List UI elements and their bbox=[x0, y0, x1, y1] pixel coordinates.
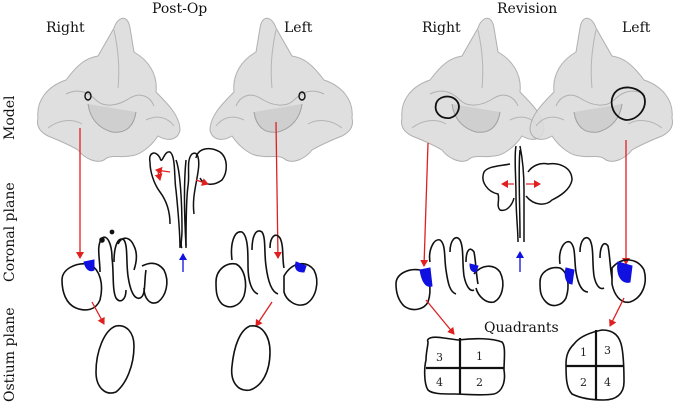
coronal-revision-left bbox=[539, 236, 646, 307]
quadrant-rl-3: 2 bbox=[580, 376, 587, 389]
coronal-inset-revision bbox=[482, 145, 573, 243]
arrow-revision-right-ostium bbox=[425, 299, 455, 335]
arrow-inset-postop-right bbox=[195, 178, 209, 186]
quadrant-rr-3: 4 bbox=[436, 376, 443, 389]
model-revision-left bbox=[529, 17, 674, 162]
quadrant-rr-4: 2 bbox=[476, 376, 483, 389]
arrow-postop-right-ostium bbox=[91, 301, 105, 325]
quadrant-rl-1: 1 bbox=[580, 346, 587, 359]
ostium-revision-right: 3 1 4 2 bbox=[423, 336, 506, 396]
arrow-revision-left-ostium bbox=[609, 297, 625, 327]
quadrant-rl-2: 3 bbox=[604, 344, 611, 357]
coronal-revision-right bbox=[395, 236, 504, 311]
label-postop-right: Right bbox=[46, 20, 85, 36]
highlight-postop-left bbox=[295, 261, 307, 273]
quadrant-rl-4: 4 bbox=[604, 376, 611, 389]
label-revision-right: Right bbox=[422, 20, 461, 36]
coronal-postop-right bbox=[61, 229, 168, 311]
highlight-revision-left-2 bbox=[617, 261, 633, 283]
model-revision-right bbox=[400, 17, 545, 162]
highlight-revision-right bbox=[419, 267, 433, 287]
ostium-postop-right bbox=[95, 324, 135, 394]
ostium-revision-left: 1 3 2 4 bbox=[565, 329, 625, 401]
arrow-inset-postop-left bbox=[155, 166, 171, 175]
header-revision: Revision bbox=[497, 1, 558, 17]
arrow-revision-right-coronal bbox=[420, 142, 429, 267]
label-quadrants: Quadrants bbox=[484, 320, 559, 336]
model-postop-right bbox=[36, 17, 181, 162]
label-revision-left: Left bbox=[622, 20, 651, 36]
header-postop: Post-Op bbox=[152, 1, 208, 17]
arrow-inset-postop-down bbox=[154, 171, 163, 181]
highlight-revision-right-2 bbox=[469, 263, 479, 273]
highlight-postop-right bbox=[83, 259, 95, 272]
model-postop-left bbox=[209, 17, 354, 162]
coronal-inset-postop bbox=[148, 147, 227, 249]
highlight-revision-left bbox=[564, 267, 575, 285]
quadrant-rr-1: 3 bbox=[436, 351, 443, 364]
quadrant-rr-2: 1 bbox=[476, 350, 483, 363]
label-postop-left: Left bbox=[284, 20, 313, 36]
ostium-postop-left bbox=[230, 325, 271, 391]
arrow-postop-left-ostium bbox=[255, 301, 273, 327]
